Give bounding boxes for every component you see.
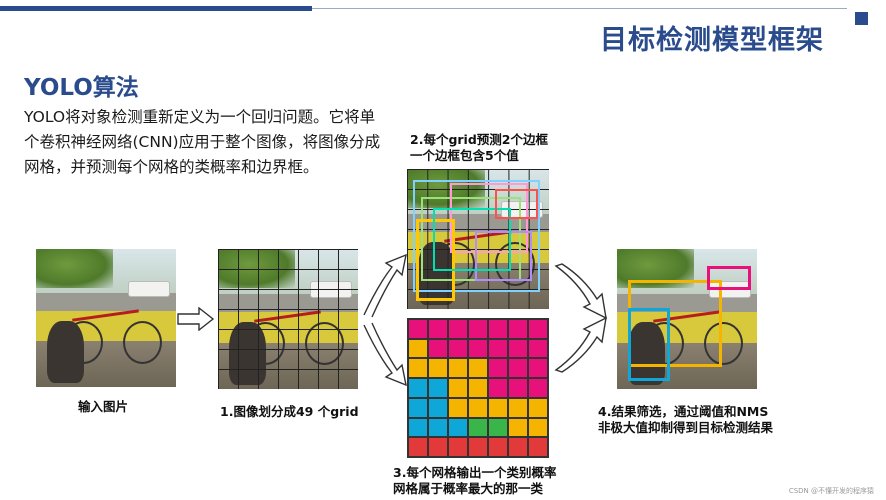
input-image-caption: 输入图片 — [78, 399, 129, 414]
class-cell — [428, 437, 448, 457]
step3-caption: 3.每个网格输出一个类别概率 网格属于概率最大的那一类 — [393, 465, 556, 497]
class-cell — [528, 338, 548, 359]
header-accent-bar — [0, 6, 312, 11]
class-cell — [468, 338, 488, 359]
step3-caption-line2: 网格属于概率最大的那一类 — [393, 481, 544, 496]
class-cell — [408, 378, 428, 398]
page-title: 目标检测模型框架 — [600, 25, 824, 56]
class-cell — [448, 338, 468, 359]
grid-overlay — [218, 249, 358, 389]
class-cell — [468, 397, 488, 418]
step3-caption-line1: 3.每个网格输出一个类别概率 — [393, 465, 557, 480]
class-cell — [528, 378, 548, 398]
step2-caption: 2.每个grid预测2个边框 一个边框包含5个值 — [410, 132, 548, 164]
class-cell — [508, 338, 528, 359]
step2-caption-line1: 2.每个grid预测2个边框 — [410, 132, 548, 147]
merge-arrow-icon — [554, 263, 607, 373]
split-arrow-icon — [363, 253, 407, 387]
class-cell — [488, 417, 508, 438]
class-cell — [408, 319, 428, 339]
class-cell — [468, 358, 488, 379]
class-cell — [468, 319, 488, 339]
intro-paragraph: YOLO将对象检测重新定义为一个回归问题。它将单个卷积神经网络(CNN)应用于整… — [24, 108, 381, 176]
section-title: YOLO算法 — [24, 75, 139, 101]
class-cell — [428, 319, 448, 339]
class-cell — [448, 358, 468, 379]
class-cell — [488, 358, 508, 379]
class-cell — [408, 358, 428, 379]
class-cell — [508, 319, 528, 339]
class-cell — [528, 358, 548, 379]
class-cell — [428, 397, 448, 418]
class-cell — [448, 397, 468, 418]
class-cell — [488, 338, 508, 359]
class-cell — [468, 437, 488, 457]
final-result-image — [617, 249, 757, 389]
class-cell — [468, 378, 488, 398]
bbox-dog — [628, 307, 671, 381]
step4-caption-line2: 非极大值抑制得到目标检测结果 — [598, 420, 774, 435]
class-cell — [428, 338, 448, 359]
class-cell — [448, 319, 468, 339]
input-image — [36, 249, 176, 387]
class-cell — [488, 437, 508, 457]
class-cell — [528, 319, 548, 339]
class-cell — [408, 437, 428, 457]
class-cell — [488, 319, 508, 339]
class-cell — [408, 417, 428, 438]
arrow-right-icon — [177, 307, 215, 331]
watermark: CSDN @不懂开发的程序猿 — [788, 487, 874, 495]
class-cell — [468, 417, 488, 438]
class-cell — [508, 437, 528, 457]
step4-caption-line1: 4.结果筛选，通过阈值和NMS — [598, 404, 769, 419]
class-cell — [408, 397, 428, 418]
class-cell — [428, 417, 448, 438]
class-cell — [488, 378, 508, 398]
step1-caption: 1.图像划分成49 个grid — [220, 404, 359, 419]
class-probability-map — [407, 318, 549, 458]
class-cell — [428, 378, 448, 398]
class-cell — [508, 397, 528, 418]
header-rule — [312, 8, 847, 9]
class-cell — [448, 417, 468, 438]
class-cell — [428, 358, 448, 379]
bbox-overlay — [407, 169, 549, 309]
class-cell — [528, 437, 548, 457]
class-cell — [508, 378, 528, 398]
class-cell — [528, 417, 548, 438]
step2-caption-line2: 一个边框包含5个值 — [410, 148, 519, 163]
corner-marker — [855, 12, 868, 25]
final-bbox-overlay — [617, 249, 757, 389]
class-cell — [448, 378, 468, 398]
bbox-prediction-image — [407, 169, 549, 309]
class-cell — [528, 397, 548, 418]
class-cell — [448, 437, 468, 457]
class-cell — [488, 397, 508, 418]
class-cell — [508, 358, 528, 379]
bbox-car — [706, 265, 752, 290]
step4-caption: 4.结果筛选，通过阈值和NMS 非极大值抑制得到目标检测结果 — [598, 404, 773, 436]
class-cell — [508, 417, 528, 438]
grid-image — [218, 249, 358, 389]
class-cell — [408, 338, 428, 359]
